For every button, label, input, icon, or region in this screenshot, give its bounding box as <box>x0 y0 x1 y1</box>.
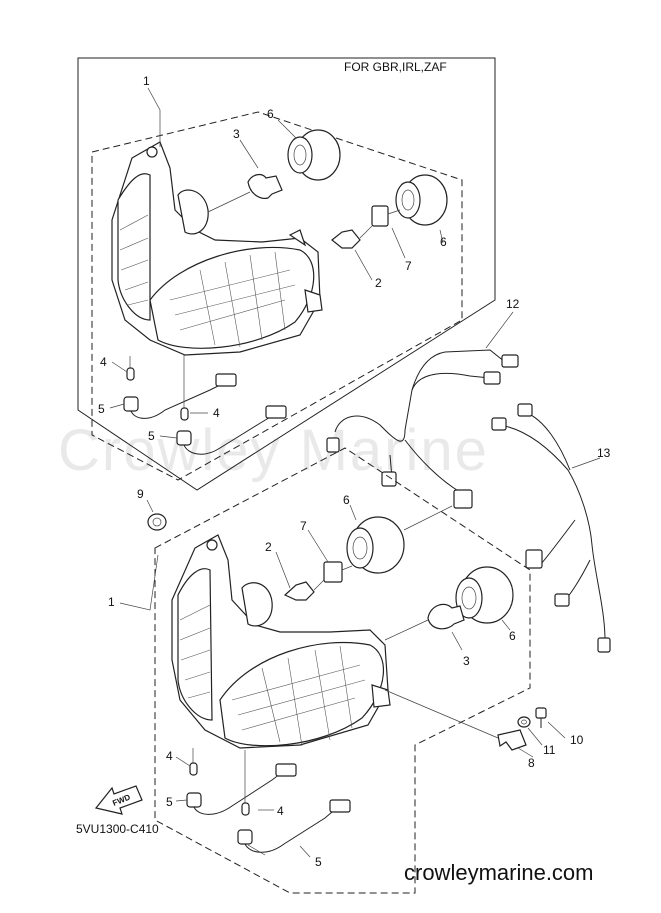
lower-bulb-3 <box>384 603 465 641</box>
lower-bracket-8 <box>384 689 527 751</box>
upper-assembly-group: FOR GBR,IRL,ZAF <box>77 57 496 491</box>
callout-7-upper: 7 <box>405 259 412 273</box>
callout-13: 13 <box>597 446 611 460</box>
lower-washer-11 <box>517 716 531 728</box>
callout-11: 11 <box>543 743 556 757</box>
upper-socket-7 <box>371 205 401 227</box>
callout-3-upper: 3 <box>233 127 240 141</box>
callout-2-lower: 2 <box>265 540 272 554</box>
callout-5-lower-b: 5 <box>315 855 322 869</box>
callout-5-upper-a: 5 <box>98 402 105 416</box>
callout-1-lower: 1 <box>108 595 115 609</box>
callout-5-lower-a: 5 <box>166 795 173 809</box>
callout-3-lower: 3 <box>463 654 470 668</box>
callout-10: 10 <box>570 733 584 747</box>
lower-headlight-housing <box>171 534 391 749</box>
callout-6-lower-b: 6 <box>509 629 516 643</box>
lower-sidebulb-4a <box>189 748 198 776</box>
callout-4-lower-b: 4 <box>277 804 284 818</box>
website-link[interactable]: crowleymarine.com <box>404 860 594 885</box>
fwd-arrow-icon: FWD <box>94 785 143 815</box>
callout-12: 12 <box>506 297 520 311</box>
wiring-harness-12 <box>326 311 519 509</box>
lower-socket-5a <box>186 763 297 815</box>
lower-grommet-9 <box>146 499 167 531</box>
lower-dashed-box <box>154 447 531 894</box>
lower-socket-cap-6a <box>346 505 453 574</box>
lower-socket-cap-6b <box>455 566 514 624</box>
callout-7-lower: 7 <box>300 519 307 533</box>
lower-bulb-2 <box>283 577 327 601</box>
upper-bulb-3 <box>207 173 283 213</box>
callout-8: 8 <box>528 756 535 770</box>
wiring-harness-13 <box>491 403 611 653</box>
callout-4-lower-a: 4 <box>166 749 173 763</box>
upper-bulb-2 <box>331 225 373 249</box>
callout-5-upper-b: 5 <box>148 429 155 443</box>
region-note: FOR GBR,IRL,ZAF <box>344 60 447 74</box>
callout-4-upper-b: 4 <box>213 406 220 420</box>
lower-bolt-10 <box>535 707 547 728</box>
callout-2-upper: 2 <box>375 276 382 290</box>
callout-6-upper-a: 6 <box>267 107 274 121</box>
lower-assembly-group <box>119 447 566 894</box>
watermark: Crowley Marine <box>58 418 489 483</box>
callout-4-upper-a: 4 <box>100 355 107 369</box>
upper-sidebulb-4b <box>180 355 189 421</box>
callout-9: 9 <box>137 487 144 501</box>
lower-socket-7 <box>323 561 353 583</box>
upper-socket-5a <box>123 373 237 419</box>
upper-headlight-housing <box>111 141 323 356</box>
lower-sidebulb-4b <box>241 750 250 816</box>
upper-socket-cap-6a <box>287 129 341 181</box>
drawing-code: 5VU1300-C410 <box>76 822 159 836</box>
upper-socket-cap-6b <box>395 174 448 226</box>
lower-socket-5b <box>237 799 351 853</box>
callout-1-upper: 1 <box>143 74 150 88</box>
callout-6-lower-a: 6 <box>343 493 350 507</box>
upper-dashed-box <box>91 111 463 481</box>
upper-socket-5b <box>176 405 287 455</box>
callout-6-upper-b: 6 <box>440 235 447 249</box>
upper-sidebulb-4a <box>126 356 135 381</box>
upper-frame <box>77 57 496 491</box>
